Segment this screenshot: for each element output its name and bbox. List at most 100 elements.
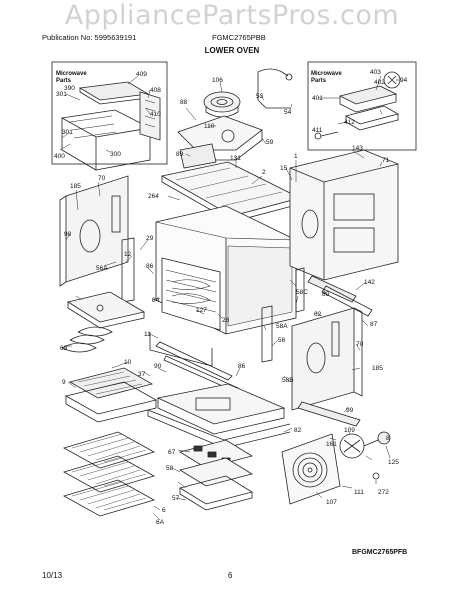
callout-300: 300 (110, 151, 121, 158)
callout-110: 110 (204, 123, 215, 130)
callout-58: 58 (166, 465, 174, 472)
callout-9: 9 (62, 379, 66, 386)
callout-67: 67 (168, 449, 176, 456)
side-strips (121, 237, 305, 363)
callout-412: 412 (344, 119, 355, 126)
broil-element-69 (61, 326, 113, 353)
callout-127: 127 (196, 307, 207, 314)
page-number: 6 (228, 571, 233, 580)
door-frame-11 (149, 332, 213, 367)
callout-403: 403 (370, 69, 381, 76)
callout-142: 142 (364, 279, 375, 286)
callout-272: 272 (378, 489, 389, 496)
callout-125: 125 (388, 459, 399, 466)
publication-date: 10/13 (42, 571, 63, 580)
bake-element-assembly (178, 439, 254, 511)
callout-37: 37 (138, 371, 146, 378)
callout-15: 15 (280, 165, 288, 172)
oven-cavity (155, 205, 297, 335)
bracket-142 (307, 275, 373, 317)
callout-185: 185 (70, 183, 81, 190)
callout-402: 402 (374, 79, 385, 86)
callout-94: 94 (400, 77, 408, 84)
callout-401: 401 (312, 95, 323, 102)
callout-143: 143 (352, 145, 363, 152)
callout-54: 54 (284, 109, 292, 116)
callout-390: 390 (64, 85, 75, 92)
callout-6A: 6A (156, 519, 165, 526)
callout-58C: 58C (296, 289, 308, 296)
callout-69: 69 (60, 345, 68, 352)
callout-106: 106 (212, 77, 223, 84)
callout-185b: 185 (372, 365, 383, 372)
callout-11: 11 (144, 331, 151, 338)
callout-53: 53 (256, 93, 264, 100)
callout-86b: 86 (238, 363, 246, 370)
callout-10: 10 (124, 359, 132, 366)
convection-fan-motor (339, 431, 391, 480)
callout-89: 89 (176, 151, 184, 158)
callout-264: 264 (148, 193, 159, 200)
callout-98: 98 (64, 231, 72, 238)
callout-1: 1 (294, 153, 298, 160)
callout-70b: 70 (356, 341, 364, 348)
callout-87: 87 (370, 321, 378, 328)
publication-number: Publication No: 5995639191 (42, 33, 137, 42)
leader-lines (59, 75, 400, 521)
diagram-code: BFGMC2765PFB (352, 549, 408, 556)
callout-161: 161 (326, 441, 337, 448)
callout-86: 86 (146, 263, 154, 270)
callout-301b: 301 (62, 129, 73, 136)
broiler-pan (64, 367, 158, 423)
bracket-99 (297, 401, 361, 427)
sensor-probe (257, 68, 293, 109)
callout-labels: 409 390 301 408 410 400 301 300 106 88 1… (54, 69, 408, 526)
convection-fan-cover (281, 433, 341, 505)
page-title: LOWER OVEN (204, 46, 260, 55)
watermark: AppliancePartsPros.com (64, 0, 400, 31)
callout-99: 99 (346, 407, 354, 414)
bracket-89 (179, 143, 217, 169)
callout-62: 62 (314, 311, 322, 318)
callout-410: 410 (150, 111, 161, 118)
model-number: FGMC2765PBB (212, 33, 266, 42)
callout-71: 71 (382, 157, 390, 164)
callout-109: 109 (344, 427, 355, 434)
callout-58A: 58A (276, 323, 288, 330)
callout-56A: 56A (96, 265, 108, 272)
callout-90: 90 (154, 363, 162, 370)
callout-82: 82 (294, 427, 302, 434)
callout-28: 28 (222, 317, 230, 324)
callout-6: 6 (162, 507, 166, 514)
callout-58B: 58B (282, 377, 294, 384)
oven-racks (62, 431, 156, 517)
callout-59: 59 (266, 139, 274, 146)
callout-8: 8 (386, 435, 390, 442)
callout-56: 56 (278, 337, 286, 344)
callout-411: 411 (312, 127, 323, 134)
callout-2: 2 (262, 169, 266, 176)
callout-131: 131 (230, 155, 241, 162)
callout-29: 29 (146, 235, 154, 242)
callout-12: 12 (124, 251, 132, 258)
drip-tray-68 (66, 291, 146, 329)
right-side-panel (291, 307, 363, 411)
callout-88: 88 (180, 99, 188, 106)
callout-70: 70 (98, 175, 106, 182)
rear-panel-right (289, 149, 399, 281)
callout-408: 408 (150, 87, 161, 94)
left-side-panel (59, 175, 129, 287)
callout-409: 409 (136, 71, 147, 78)
callout-107: 107 (326, 499, 337, 506)
callout-301: 301 (56, 91, 67, 98)
callout-57: 57 (172, 495, 180, 502)
callout-80: 80 (322, 291, 330, 298)
oven-bottom-panel (147, 383, 291, 449)
callout-111: 111 (354, 489, 364, 496)
callout-400: 400 (54, 153, 65, 160)
